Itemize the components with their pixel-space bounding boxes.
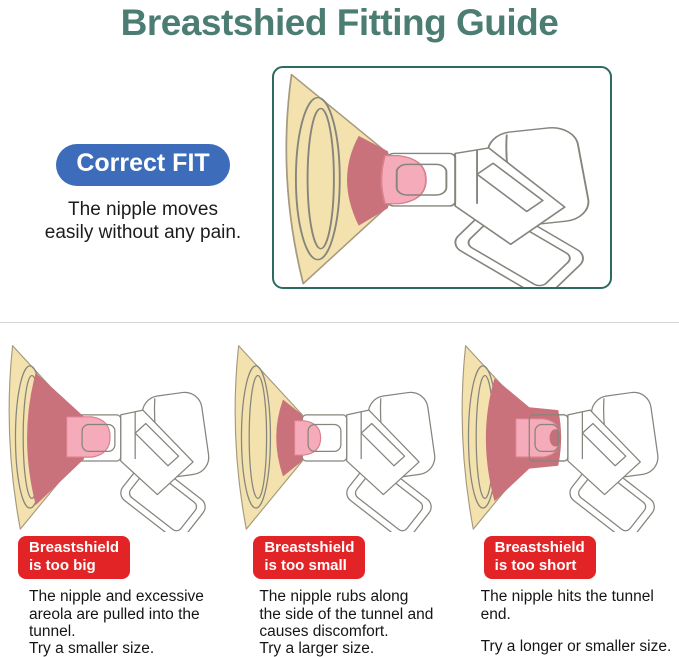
issue-too-short: Breastshield is too short The nipple hit… <box>453 340 679 657</box>
page-title: Breastshied Fitting Guide <box>120 2 559 43</box>
issue-too-big-advice: Try a smaller size. <box>29 640 155 657</box>
issue-too-small-description: The nipple rubs along the side of the tu… <box>259 588 434 641</box>
issue-too-big: Breastshield is too big The nipple and e… <box>0 340 226 657</box>
breastshield-too-small-illustration <box>234 345 436 532</box>
issue-too-big-label: Breastshield is too big <box>18 536 131 580</box>
issue-too-small-label: Breastshield is too small <box>253 536 366 580</box>
breastshield-too-big-illustration <box>8 345 210 532</box>
issue-too-short-advice: Try a longer or smaller size. <box>480 638 672 656</box>
issue-too-short-label: Breastshield is too short <box>483 536 596 580</box>
issue-too-big-description: The nipple and excessive areola are pull… <box>29 588 204 641</box>
correct-fit-text-block: Correct FIT The nipple moves easily with… <box>22 144 264 244</box>
breastshield-correct-fit-illustration <box>285 73 590 287</box>
issue-too-short-description: The nipple hits the tunnel end. <box>480 588 654 623</box>
breastshield-too-short-illustration <box>461 345 659 532</box>
issue-too-small-advice: Try a larger size. <box>259 640 375 657</box>
issues-section: Breastshield is too big The nipple and e… <box>0 340 679 657</box>
correct-fit-illustration-frame <box>272 66 612 289</box>
correct-fit-badge: Correct FIT <box>56 144 230 186</box>
section-divider <box>0 322 679 323</box>
issue-too-small: Breastshield is too small The nipple rub… <box>226 340 452 657</box>
correct-fit-caption: The nipple moves easily without any pain… <box>44 199 242 244</box>
